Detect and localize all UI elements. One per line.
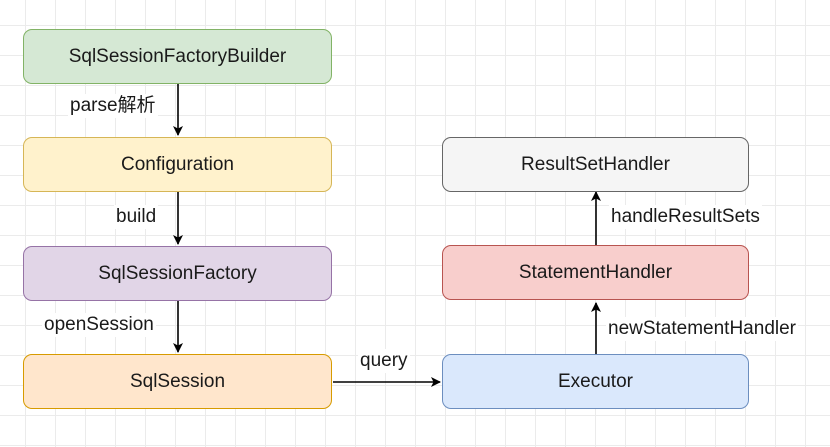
- edge-label-parse: parse解析: [68, 94, 158, 118]
- node-sqlsessionfactorybuilder[interactable]: SqlSessionFactoryBuilder: [23, 29, 332, 84]
- edge-label-new-statement-handler: newStatementHandler: [606, 317, 798, 341]
- node-statementhandler[interactable]: StatementHandler: [442, 245, 749, 300]
- edge-label-build: build: [114, 205, 159, 229]
- node-executor[interactable]: Executor: [442, 354, 749, 409]
- node-sqlsession[interactable]: SqlSession: [23, 354, 332, 409]
- node-resultsethandler[interactable]: ResultSetHandler: [442, 137, 749, 192]
- edge-label-open-session: openSession: [42, 313, 156, 337]
- edge-label-query: query: [358, 349, 410, 373]
- edge-label-handle-result-sets: handleResultSets: [609, 205, 762, 229]
- node-sqlsessionfactory[interactable]: SqlSessionFactory: [23, 246, 332, 301]
- node-configuration[interactable]: Configuration: [23, 137, 332, 192]
